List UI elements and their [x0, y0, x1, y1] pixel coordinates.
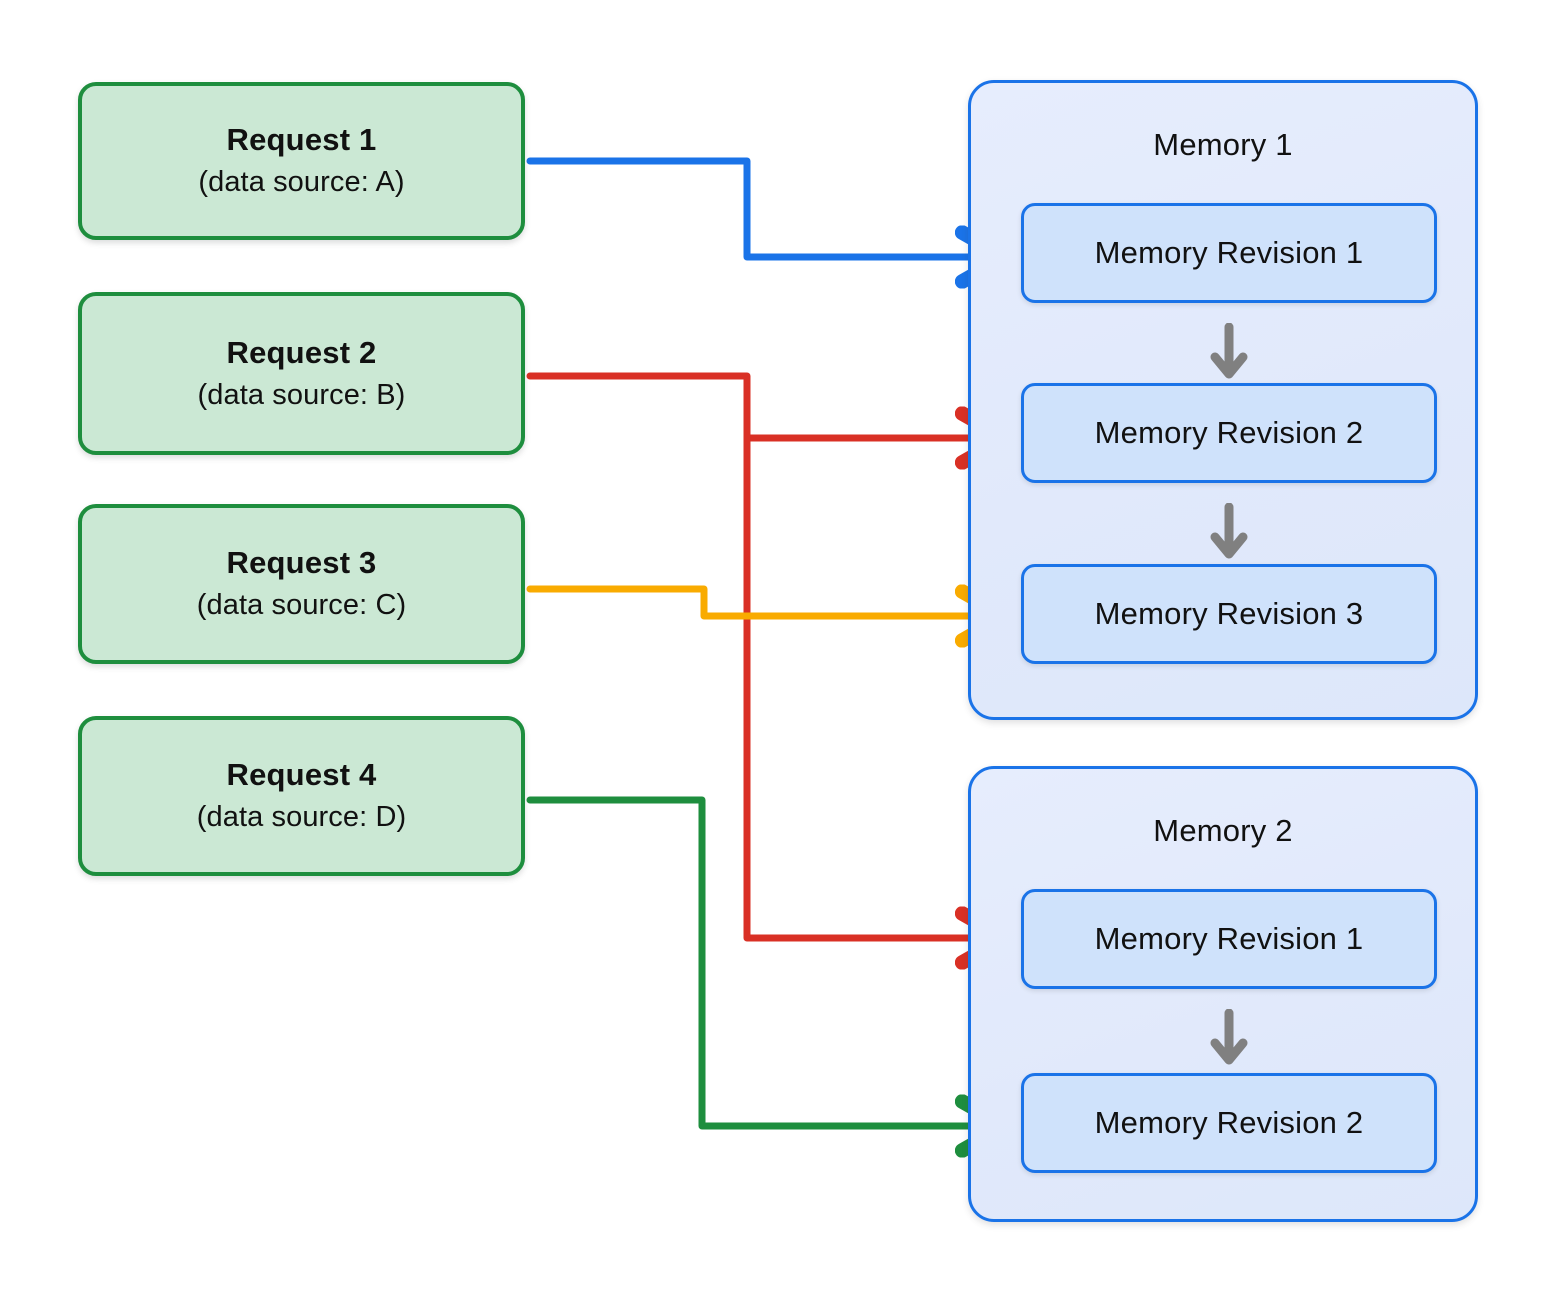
request-3-subtitle: (data source: C): [196, 589, 407, 622]
request-4-title: Request 4: [226, 757, 377, 793]
memory-1-revision-box-2[interactable]: Memory Revision 2: [1021, 383, 1437, 483]
connector-request-3-to-memory-1-revision-3: [526, 589, 1000, 616]
request-1-title: Request 1: [226, 122, 377, 158]
memory-2-revision-box-2[interactable]: Memory Revision 2: [1021, 1073, 1437, 1173]
memory-container-2[interactable]: Memory 2 Memory Revision 1 Memory Revisi…: [968, 766, 1478, 1222]
memory-1-revision-box-1[interactable]: Memory Revision 1: [1021, 203, 1437, 303]
memory-1-revision-box-3[interactable]: Memory Revision 3: [1021, 564, 1437, 664]
request-box-2[interactable]: Request 2 (data source: B): [78, 292, 525, 455]
request-2-title: Request 2: [226, 334, 377, 370]
memory-2-revision-1-label: Memory Revision 1: [1094, 921, 1364, 956]
connector-request-4-to-memory-2-revision-2: [526, 796, 1000, 1126]
down-arrow-icon: [1210, 1009, 1248, 1065]
request-3-title: Request 3: [226, 545, 377, 581]
memory-2-revision-box-1[interactable]: Memory Revision 1: [1021, 889, 1437, 989]
memory-1-title: Memory 1: [1153, 127, 1293, 162]
request-1-subtitle: (data source: A): [198, 166, 405, 199]
connector-request-1-to-memory-1-revision-1: [526, 157, 1000, 257]
memory-1-revision-3-label: Memory Revision 3: [1094, 596, 1364, 631]
request-2-subtitle: (data source: B): [197, 378, 406, 411]
down-arrow-icon: [1210, 503, 1248, 559]
memory-1-revision-2-label: Memory Revision 2: [1094, 415, 1364, 450]
memory-container-1[interactable]: Memory 1 Memory Revision 1 Memory Revisi…: [968, 80, 1478, 720]
request-box-1[interactable]: Request 1 (data source: A): [78, 82, 525, 240]
down-arrow-icon: [1210, 323, 1248, 379]
memory-2-title: Memory 2: [1153, 813, 1293, 848]
memory-2-revision-2-label: Memory Revision 2: [1094, 1105, 1364, 1140]
request-box-3[interactable]: Request 3 (data source: C): [78, 504, 525, 664]
request-box-4[interactable]: Request 4 (data source: D): [78, 716, 525, 876]
memory-1-revision-1-label: Memory Revision 1: [1094, 235, 1364, 270]
request-4-subtitle: (data source: D): [196, 801, 407, 834]
connector-request-2-to-memory-2-revision-1: [526, 372, 1000, 938]
